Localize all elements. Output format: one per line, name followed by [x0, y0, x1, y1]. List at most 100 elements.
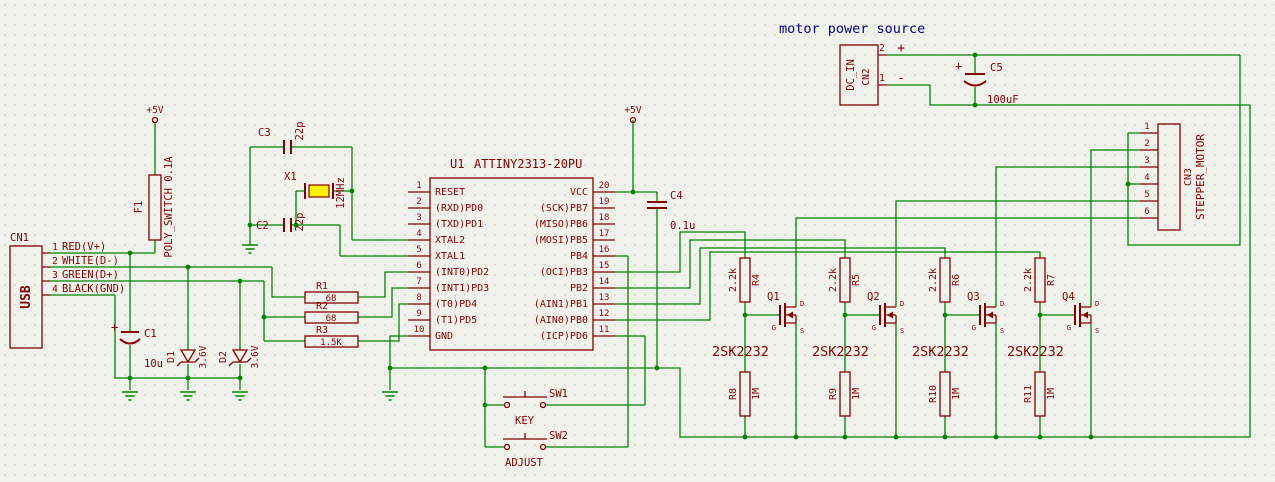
pin-number: 10 — [414, 325, 425, 335]
power-flag-5v-right[interactable]: +5V — [624, 105, 642, 124]
pin-number: 12 — [599, 309, 610, 319]
value-label: STEPPER_MOTOR — [1194, 134, 1207, 220]
value-label: 100uF — [987, 94, 1019, 106]
power-label: +5V — [146, 105, 163, 116]
pin-letter-s: S — [1000, 327, 1004, 335]
pin-name: XTAL1 — [435, 251, 465, 262]
pin-letter-g: G — [1067, 324, 1071, 332]
connector-cn2-dcin[interactable]: DC_IN CN2 2 + 1 - — [839, 41, 905, 106]
mosfet-part: 2SK2232 — [1007, 344, 1064, 360]
resistor-ref: R9 — [828, 388, 839, 400]
driver-stage-q2[interactable]: 2.2k R5 R9 1M Q2 2SK2232 G D S — [812, 257, 904, 417]
pin-name: GREEN(D+) — [62, 269, 119, 281]
capacitor-c3[interactable]: C3 22p — [258, 122, 306, 154]
gnd-symbol — [180, 391, 196, 401]
pin-number: 13 — [599, 293, 610, 303]
pin-name: PB2 — [570, 283, 588, 294]
ic-u1-attiny2313[interactable]: U1 ATTINY2313-20PU 1 RESET 2 (RXD)PD0 3 … — [408, 157, 615, 351]
ref-label: R1 — [316, 281, 328, 292]
driver-stage-q4[interactable]: 2.2k R7 R11 1M Q4 2SK2232 G D S — [1007, 257, 1099, 417]
connector-label: USB — [19, 285, 34, 309]
mosfet-ref: Q3 — [967, 291, 980, 303]
pin-name: RESET — [435, 187, 465, 198]
capacitor-c4[interactable]: C4 0.1u — [647, 190, 695, 232]
pin-number: 8 — [416, 293, 421, 303]
pin-name: (AIN0)PB0 — [534, 315, 588, 326]
value-label: 12MHz — [335, 177, 347, 209]
driver-stage-q1[interactable]: 2.2k R4 R8 1M Q1 2SK2232 G D S — [712, 257, 804, 417]
resistor-ref: R8 — [728, 388, 739, 400]
pin-name: (OCI)PB3 — [540, 267, 588, 278]
mosfet-arrow — [987, 311, 993, 319]
ref-label: R2 — [316, 301, 328, 312]
resistor-r1[interactable]: R1 68 — [304, 281, 359, 304]
pin-letter-g: G — [972, 324, 976, 332]
ref-label: SW2 — [549, 430, 568, 442]
mosfet-arrow — [787, 311, 793, 319]
pin-letter-g: G — [772, 324, 776, 332]
mosfet-part: 2SK2232 — [712, 344, 769, 360]
pin-letter-g: G — [872, 324, 876, 332]
pin-number: 3 — [52, 270, 58, 281]
pin-number: 1 — [879, 73, 885, 84]
pin-number: 3 — [416, 213, 421, 223]
ref-label: C3 — [258, 127, 271, 139]
resistor-r2[interactable]: R2 68 — [304, 301, 359, 324]
pin-letter-d: D — [1095, 300, 1099, 308]
pin-number: 2 — [879, 43, 885, 54]
value-label: 68 — [326, 314, 337, 324]
ref-label: U1 — [450, 157, 464, 171]
value-label: POLY_SWITCH 0.1A — [163, 156, 175, 258]
pin-number: 19 — [599, 197, 610, 207]
pin-number: 14 — [599, 277, 610, 287]
ground-symbols[interactable] — [122, 244, 398, 401]
ref-label: F1 — [133, 201, 145, 214]
pin-number: 11 — [599, 325, 610, 335]
pin-number: 17 — [599, 229, 610, 239]
gnd-symbol — [242, 244, 258, 254]
connector-cn3-stepper[interactable]: 1 2 3 4 5 6 CN3 STEPPER_MOTOR — [1140, 122, 1207, 231]
crystal-x1[interactable]: X1 12MHz — [284, 171, 347, 209]
value-label: 3.6V — [250, 345, 261, 368]
power-flag-5v-left[interactable]: +5V — [146, 105, 164, 124]
value-label: 68 — [326, 294, 337, 304]
resistor-r3[interactable]: R3 1.5K — [304, 325, 359, 348]
ref-label: CN3 — [1183, 168, 1194, 186]
switch-sw2[interactable]: SW2 ADJUST — [503, 430, 568, 469]
ref-label: C1 — [144, 328, 157, 340]
wire-layer[interactable] — [50, 54, 1251, 448]
pin-number: 18 — [599, 213, 610, 223]
pin-number: 4 — [52, 284, 58, 295]
pin-number: 1 — [1144, 122, 1149, 132]
value-label: 22p — [294, 213, 306, 232]
value-label: ATTINY2313-20PU — [474, 157, 582, 171]
ref-label: C5 — [990, 62, 1003, 74]
capacitor-c2[interactable]: C2 22p — [256, 213, 306, 232]
pin-letter-d: D — [1000, 300, 1004, 308]
fuse-f1[interactable]: F1 POLY_SWITCH 0.1A — [133, 156, 175, 258]
pin-number: 9 — [416, 309, 421, 319]
pin-number: 5 — [1144, 190, 1149, 200]
capacitor-c1[interactable]: + C1 10u — [111, 320, 163, 370]
pin-letter-d: D — [800, 300, 804, 308]
resistor-value: 2.2k — [828, 268, 839, 292]
pin-name: (MOSI)PB5 — [534, 235, 588, 246]
ref-label: CN1 — [10, 232, 29, 244]
zener-d1[interactable]: D1 3.6V — [166, 345, 209, 368]
pin-name: (T1)PD5 — [435, 315, 477, 326]
resistor-ref: R7 — [1046, 274, 1057, 286]
gnd-symbol — [382, 391, 398, 401]
pin-letter-s: S — [900, 327, 904, 335]
mosfet-arrow — [1082, 311, 1088, 319]
pin-name: WHITE(D-) — [62, 255, 119, 267]
driver-stage-q3[interactable]: 2.2k R6 R10 1M Q3 2SK2232 G D S — [912, 257, 1004, 417]
pin-letter-s: S — [1095, 327, 1099, 335]
zener-d2[interactable]: D2 3.6V — [218, 345, 261, 368]
capacitor-c5[interactable]: + C5 100uF — [955, 59, 1019, 106]
pin-number: 6 — [416, 261, 421, 271]
switch-sw1[interactable]: SW1 KEY — [503, 388, 568, 427]
value-label: KEY — [515, 415, 535, 427]
connector-cn1-usb[interactable]: CN1 USB 1 RED(V+) 2 WHITE(D-) 3 GREEN(D+… — [9, 232, 125, 349]
